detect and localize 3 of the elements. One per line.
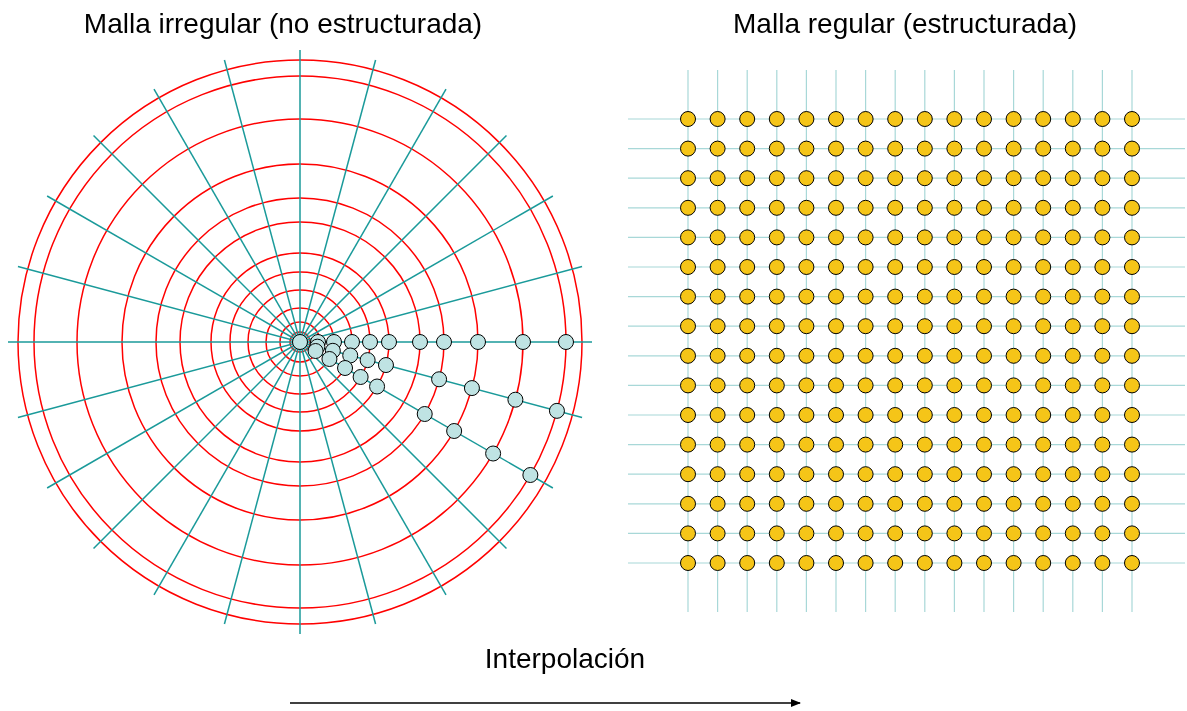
process-label: Interpolación — [484, 643, 646, 675]
mesh-title: Malla irregular (no estructurada) — [83, 8, 483, 40]
mesh-title: Malla regular (estructurada) — [733, 8, 1077, 40]
